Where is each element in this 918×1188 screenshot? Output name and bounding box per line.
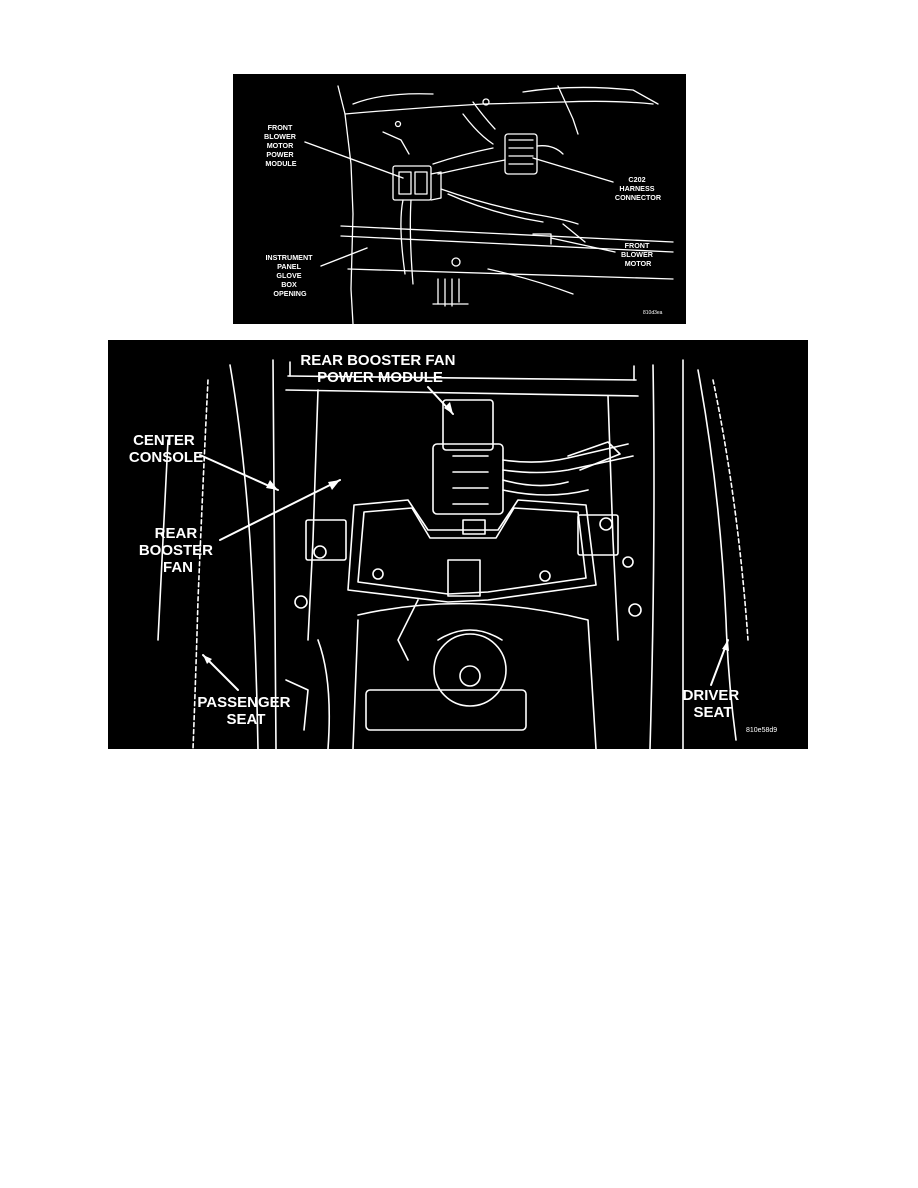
driver-seat-label: DRIVER SEAT [683,687,744,721]
label-line: CONSOLE [129,449,203,466]
leader-arrowheads [203,402,729,664]
figure-code: 810d3ea [643,310,663,316]
label-line: PANEL [277,262,301,271]
label-line: BLOWER [621,250,654,259]
label-line: C202 [628,175,645,184]
label-line: CONNECTOR [615,193,662,202]
label-line: POWER MODULE [317,369,443,386]
rear-booster-fan-figure: REAR BOOSTER FAN POWER MODULE CENTER CON… [108,340,808,749]
c202-harness-connector-label: C202 HARNESS CONNECTOR [615,175,662,202]
label-line: HARNESS [619,184,654,193]
rear-booster-line-art [157,359,749,749]
rear-booster-fan-label: REAR BOOSTER FAN [139,525,217,576]
front-blower-motor-label: FRONT BLOWER MOTOR [621,241,655,268]
label-line: BOOSTER [139,542,213,559]
label-line: PASSENGER [197,694,290,711]
label-line: DRIVER [683,687,740,704]
front-blower-motor-power-module-label: FRONT BLOWER MOTOR POWER MODULE [264,123,298,168]
label-line: OPENING [273,289,307,298]
label-line: MOTOR [625,259,652,268]
label-line: REAR BOOSTER FAN [300,352,455,369]
label-line: SEAT [227,711,266,728]
front-blower-figure: FRONT BLOWER MOTOR POWER MODULE C202 HAR… [233,74,686,324]
label-line: REAR [155,525,198,542]
rear-booster-fan-power-module-label: REAR BOOSTER FAN POWER MODULE [300,352,459,386]
label-line: MOTOR [267,141,294,150]
label-line: FRONT [268,123,293,132]
passenger-seat-label: PASSENGER SEAT [197,694,294,728]
front-blower-line-art [337,85,674,324]
label-line: GLOVE [276,271,301,280]
center-console-label: CENTER CONSOLE [129,432,203,466]
label-line: MODULE [265,159,296,168]
label-line: CENTER [133,432,195,449]
label-line: POWER [266,150,294,159]
label-line: FAN [163,559,193,576]
label-line: BLOWER [264,132,297,141]
instrument-panel-glove-box-opening-label: INSTRUMENT PANEL GLOVE BOX OPENING [265,253,314,298]
label-line: FRONT [625,241,650,250]
figure-code: 810e58d9 [746,727,777,734]
label-line: BOX [281,280,297,289]
label-line: SEAT [694,704,733,721]
front-blower-leader-lines [304,141,616,267]
label-line: INSTRUMENT [265,253,313,262]
